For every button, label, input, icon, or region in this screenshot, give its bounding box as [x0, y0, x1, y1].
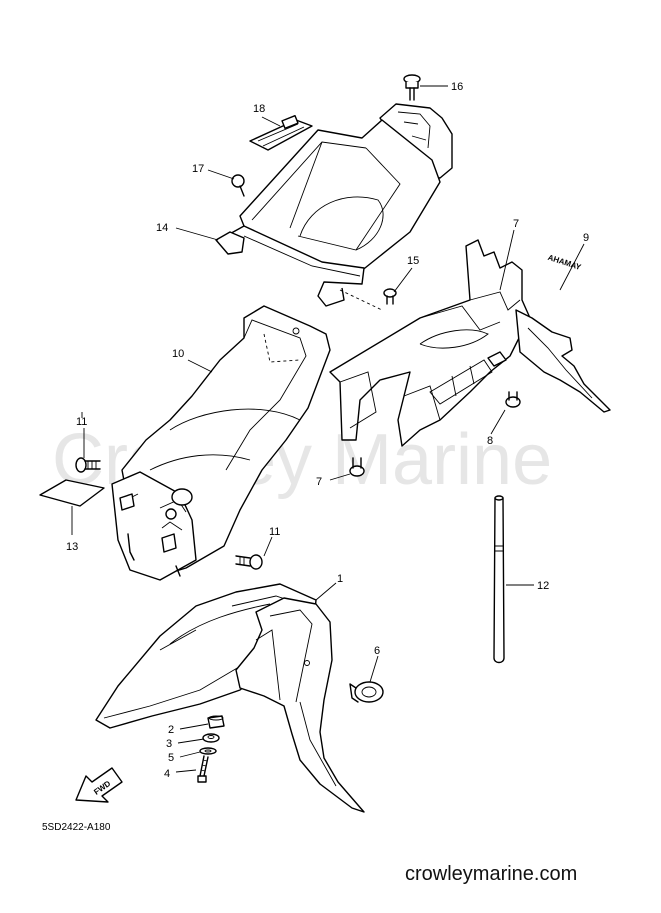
part-13-pad [39, 479, 105, 507]
callout-15: 15 [407, 255, 419, 267]
part-16-bolt [403, 74, 421, 101]
part-5-washer [199, 747, 217, 755]
part-18-strap [249, 114, 313, 151]
part-15-bolt [383, 288, 397, 305]
part-4-bolt [197, 755, 209, 783]
callout-4: 4 [164, 768, 170, 780]
callout-8: 8 [487, 435, 493, 447]
fwd-arrow-icon: FWD [75, 767, 123, 803]
callout-7-lower: 7 [316, 476, 322, 488]
callout-labels: 16 18 17 14 7 9 15 10 11 8 7 11 13 1 12 … [66, 81, 589, 780]
part-17-screw [231, 174, 245, 197]
part-12-rod [493, 495, 505, 664]
callout-6: 6 [374, 645, 380, 657]
callout-9: 9 [583, 232, 589, 244]
site-footer: crowleymarine.com [405, 863, 577, 885]
part-14-storage-tray [215, 103, 453, 311]
callout-17: 17 [192, 163, 204, 175]
leader-lines [71, 85, 585, 773]
part-7-bolt [349, 457, 365, 477]
callout-5: 5 [168, 752, 174, 764]
part-8-bolt [505, 391, 521, 408]
callout-7-upper: 7 [513, 218, 519, 230]
callout-14: 14 [156, 222, 168, 234]
callout-16: 16 [451, 81, 463, 93]
callout-1: 1 [337, 573, 343, 585]
part-2-nut [207, 715, 225, 729]
callout-11-upper: 11 [76, 416, 87, 428]
part-10-inner-fender [111, 305, 331, 581]
callout-12: 12 [537, 580, 549, 592]
part-1-front-fender [95, 583, 365, 813]
part-9-rear-flap [515, 309, 611, 413]
callout-2: 2 [168, 724, 174, 736]
part-7-bracket-assembly [329, 239, 531, 447]
part-11-bolt-upper [75, 457, 101, 473]
part-11-bolt-lower [235, 554, 263, 570]
callout-11-lower: 11 [269, 526, 280, 538]
callout-10: 10 [172, 348, 184, 360]
diagram-code: 5SD2422-A180 [42, 822, 111, 833]
part-3-spacer [202, 733, 220, 743]
callout-13: 13 [66, 541, 78, 553]
part-6-grommet [349, 681, 384, 703]
decal-text: AHAMAY [547, 253, 583, 272]
callout-18: 18 [253, 103, 265, 115]
callout-3: 3 [166, 738, 172, 750]
